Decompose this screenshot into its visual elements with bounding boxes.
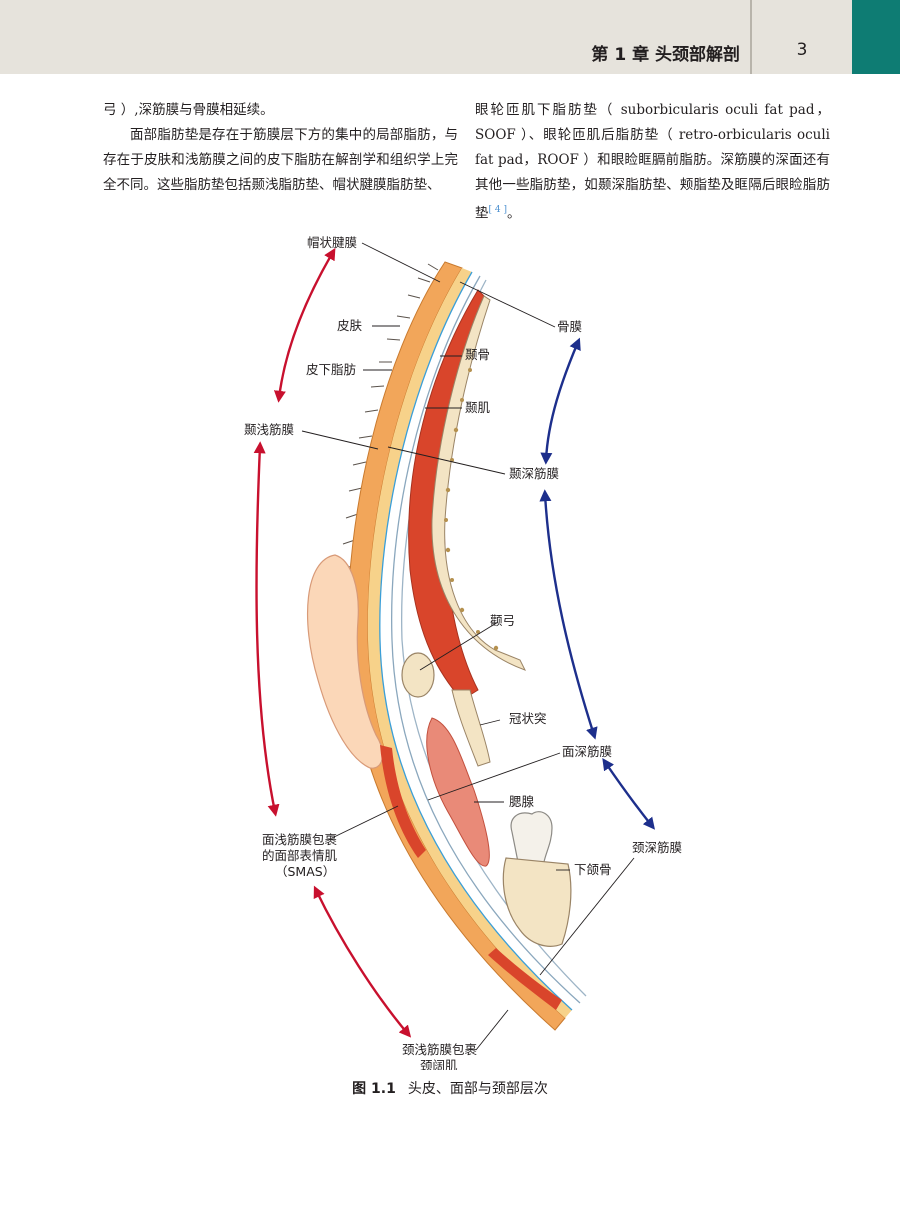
- figure-caption: 图 1.1 头皮、面部与颈部层次: [0, 1078, 900, 1098]
- label-smas-line2: 的面部表情肌: [262, 848, 338, 863]
- label-mandible: 下颌骨: [574, 862, 612, 877]
- label-platysma-line1: 颈浅筋膜包裹: [402, 1042, 478, 1057]
- label-platysma-line2: 颈阔肌: [420, 1058, 458, 1070]
- parotid-gland: [426, 717, 490, 867]
- figure-caption-text: 头皮、面部与颈部层次: [407, 1081, 548, 1097]
- label-zygomatic-arch: 颧弓: [490, 613, 515, 628]
- paragraph: 面部脂肪垫是存在于筋膜层下方的集中的局部脂肪，与存在于皮肤和浅筋膜之间的皮下脂肪…: [103, 127, 458, 193]
- bone-marrow-dots: [444, 368, 499, 651]
- page-number: 3: [796, 40, 808, 60]
- label-subcutaneous-fat: 皮下脂肪: [306, 362, 356, 377]
- label-temporal-bone: 颞骨: [465, 347, 490, 362]
- figure-number: 图 1.1: [352, 1081, 396, 1097]
- label-periosteum: 骨膜: [557, 319, 582, 334]
- mandible: [502, 857, 572, 947]
- label-skin: 皮肤: [337, 318, 363, 333]
- paragraph-text: 眼轮匝肌下脂肪垫（ suborbicularis oculi fat pad，S…: [475, 102, 830, 222]
- label-superficial-temporal-fascia: 颞浅筋膜: [244, 422, 294, 437]
- label-coronoid-process: 冠状突: [509, 711, 547, 726]
- tooth: [510, 811, 553, 863]
- anatomy-figure: 帽状腱膜 皮肤 皮下脂肪 颞浅筋膜 骨膜 颞骨 颞肌 颞深筋膜 颧弓 冠状突 面…: [244, 235, 682, 1070]
- temporal-bone: [431, 295, 527, 671]
- subcutaneous-fat-layer: [367, 268, 572, 1018]
- superficial-layer-arrows: [253, 247, 412, 1038]
- label-smas-line1: 面浅筋膜包裹: [262, 832, 338, 847]
- header-divider: [750, 0, 752, 74]
- paragraph-end: 。: [506, 205, 521, 222]
- text-column-left: 弓 ）,深筋膜与骨膜相延续。 面部脂肪垫是存在于筋膜层下方的集中的局部脂肪，与存…: [103, 98, 458, 198]
- label-smas-line3: （SMAS）: [275, 864, 335, 879]
- label-deep-temporal-fascia: 颞深筋膜: [509, 466, 559, 481]
- chapter-title: 第 1 章 头颈部解剖: [591, 45, 740, 65]
- coronoid-process: [451, 689, 491, 767]
- label-deep-cervical-fascia: 颈深筋膜: [632, 840, 682, 855]
- label-deep-facial-fascia: 面深筋膜: [562, 744, 612, 759]
- deep-layer-arrows: [539, 337, 655, 830]
- label-temporalis: 颞肌: [465, 400, 491, 415]
- text-column-right: 眼轮匝肌下脂肪垫（ suborbicularis oculi fat pad，S…: [475, 98, 830, 227]
- label-leader-lines: [301, 242, 635, 1051]
- label-parotid: 腮腺: [509, 794, 535, 809]
- reference-marker: [ 4 ]: [488, 205, 507, 215]
- label-galea: 帽状腱膜: [307, 235, 357, 250]
- paragraph: 弓 ）,深筋膜与骨膜相延续。: [103, 102, 274, 118]
- paragraph: 眼轮匝肌下脂肪垫（ suborbicularis oculi fat pad，S…: [475, 98, 830, 227]
- platysma-muscle: [488, 948, 562, 1010]
- ear: [306, 554, 384, 769]
- page-header: [0, 0, 900, 74]
- header-accent-block: [852, 0, 900, 74]
- smas-muscle: [380, 745, 426, 858]
- zygomatic-arch: [401, 652, 435, 698]
